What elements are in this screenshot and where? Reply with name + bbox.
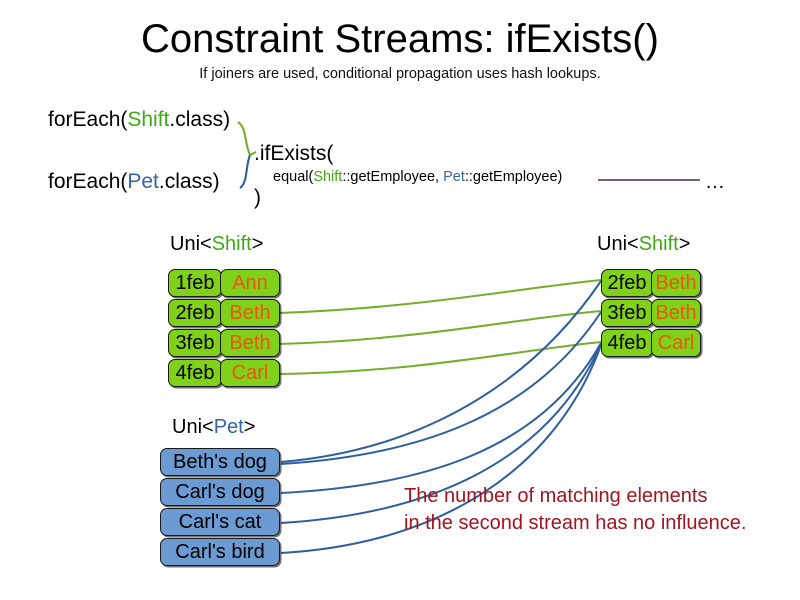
code-close-paren: ) [254,186,261,209]
table-row[interactable]: Beth's dog [160,448,280,478]
page-subtitle: If joiners are used, conditional propaga… [199,66,601,82]
cell-pet: Carl's bird [160,538,280,566]
label-suffix: > [678,233,691,255]
wire-blue-bethsdog-3feb [280,311,602,465]
cell-employee: Beth [220,329,280,357]
table-row[interactable]: Carl's dog [160,478,280,508]
annotation-note: The number of matching elements in the s… [404,483,746,537]
code-foreach-shift-type: Shift [127,108,170,131]
brace-arm-pet [239,154,251,189]
code-foreach-shift: forEach(Shift.class) [48,108,230,132]
table-uni-shift-left: 1feb Ann 2feb Beth 3feb Beth 4feb Carl [168,269,280,389]
label-suffix: > [243,416,256,438]
cell-employee: Beth [220,299,280,327]
table-row[interactable]: 2feb Beth [168,299,280,329]
table-uni-pet: Beth's dog Carl's dog Carl's cat Carl's … [160,448,280,568]
cell-date: 4feb [168,359,222,387]
cell-date: 4feb [601,329,653,357]
label-suffix: > [251,233,264,255]
label-type: Pet [213,416,244,438]
label-prefix: Uni< [597,233,639,255]
code-foreach-shift-prefix: forEach( [48,108,128,131]
cell-pet: Carl's cat [160,508,280,536]
code-foreach-pet-prefix: forEach( [48,170,128,193]
stream-label-uni-pet: Uni<Pet> [172,415,255,439]
code-ellipsis: … [705,171,725,193]
label-prefix: Uni< [172,416,214,438]
table-row[interactable]: 1feb Ann [168,269,280,299]
table-row[interactable]: 3feb Beth [168,329,280,359]
code-equal-prefix: equal( [273,169,314,185]
cell-employee: Carl [220,359,280,387]
code-foreach-pet-suffix: .class) [158,170,220,193]
page-title: Constraint Streams: ifExists() [141,17,659,61]
table-row[interactable]: Carl's bird [160,538,280,568]
code-equal-suffix: ::getEmployee) [464,169,563,185]
code-ifexists: .ifExists( [254,142,334,165]
brace-arm-shift [237,121,251,156]
cell-employee: Beth [651,299,701,327]
cell-date: 3feb [168,329,222,357]
wire-green-3feb [278,310,602,345]
cell-date: 2feb [168,299,222,327]
cell-employee: Ann [220,269,280,297]
code-foreach-pet-type: Pet [127,170,159,193]
table-row[interactable]: 4feb Carl [601,329,701,359]
label-type: Shift [211,233,252,255]
table-row[interactable]: 3feb Beth [601,299,701,329]
cell-date: 3feb [601,299,653,327]
cell-pet: Carl's dog [160,478,280,506]
stream-label-uni-shift-left: Uni<Shift> [170,232,263,256]
table-row[interactable]: 4feb Carl [168,359,280,389]
wire-blue-bethsdog-2feb [280,280,602,463]
code-foreach-shift-suffix: .class) [169,108,231,131]
cell-employee: Beth [651,269,701,297]
table-row[interactable]: 2feb Beth [601,269,701,299]
code-equal-type-pet: Pet [443,169,465,185]
annotation-line-1: The number of matching elements [404,485,708,507]
cell-date: 2feb [601,269,653,297]
label-type: Shift [638,233,679,255]
cell-pet: Beth's dog [160,448,280,476]
code-foreach-pet: forEach(Pet.class) [48,170,220,194]
wire-green-4feb [278,341,602,375]
code-equal-joiner: equal(Shift::getEmployee, Pet::getEmploy… [273,169,562,186]
wire-green-2feb [278,279,602,314]
code-equal-type-shift: Shift [313,169,343,185]
code-equal-mid: ::getEmployee, [342,169,444,185]
cell-date: 1feb [168,269,222,297]
table-uni-shift-right: 2feb Beth 3feb Beth 4feb Carl [601,269,701,359]
cell-employee: Carl [651,329,701,357]
stream-label-uni-shift-right: Uni<Shift> [597,232,690,256]
wire-blue-carlsdog-4feb [280,342,602,494]
table-row[interactable]: Carl's cat [160,508,280,538]
annotation-line-2: in the second stream has no influence. [404,512,747,534]
label-prefix: Uni< [170,233,212,255]
